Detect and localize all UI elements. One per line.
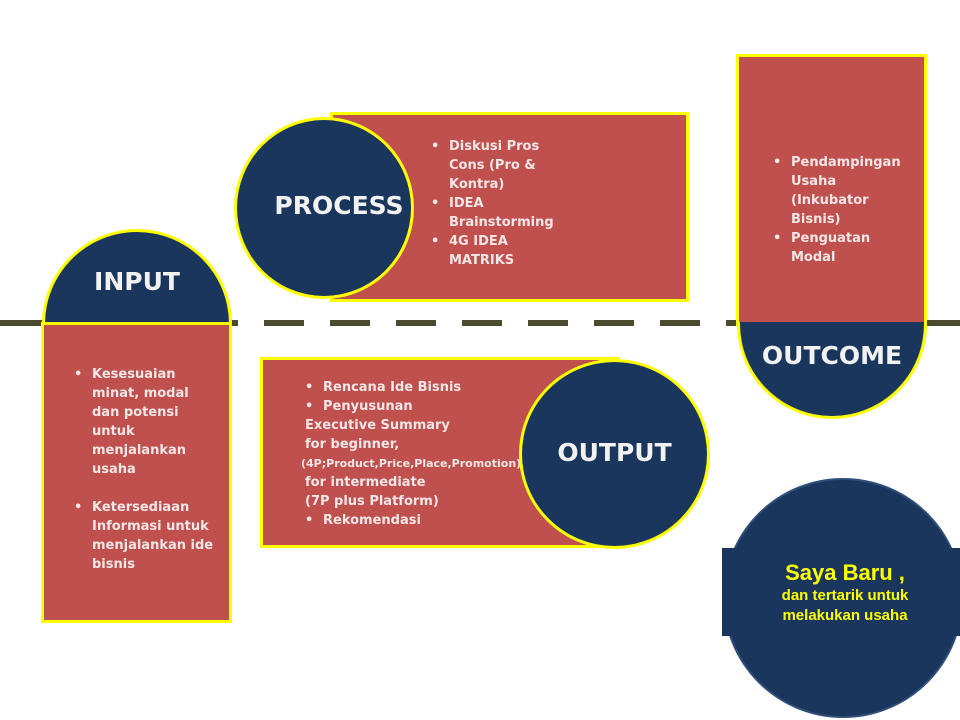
output-circle: [519, 359, 710, 549]
input-item: Kesesuaian minat, modal dan potensi untu…: [74, 365, 219, 479]
input-title: INPUT: [94, 267, 180, 296]
output-line: Executive Summary: [305, 418, 450, 433]
output-line: (4P;Product,Price,Place,Promotion): [301, 457, 522, 470]
outcome-semicircle: [737, 322, 927, 419]
timeline-line-end: [920, 320, 960, 326]
input-item: Ketersediaan Informasi untuk menjalankan…: [74, 498, 219, 574]
callout-headline: Saya Baru ,: [785, 560, 905, 585]
timeline-dashed-line: [0, 320, 960, 326]
output-item: Rekomendasi: [305, 511, 617, 530]
process-item: Diskusi Pros Cons (Pro & Kontra): [431, 137, 566, 194]
callout-text: Saya Baru , dan tertarik untuk melakukan…: [730, 560, 960, 626]
output-item: Rencana Ide Bisnis: [305, 378, 617, 397]
outcome-item: Penguatan Modal: [773, 229, 916, 267]
timeline-line-start: [0, 320, 44, 326]
callout-banner: [722, 548, 960, 636]
output-item: Penyusunan: [305, 397, 617, 416]
process-circle: [234, 117, 414, 299]
outcome-title: OUTCOME: [761, 341, 903, 370]
process-item: IDEA Brainstorming: [431, 194, 566, 232]
input-box: Kesesuaian minat, modal dan potensi untu…: [41, 322, 232, 623]
output-line: for intermediate: [305, 475, 426, 490]
output-line: for beginner,: [305, 437, 400, 452]
callout-line: dan tertarik untuk: [781, 587, 909, 604]
process-title: PROCESS: [274, 191, 404, 220]
outcome-box: Pendampingan Usaha (Inkubator Bisnis) Pe…: [736, 54, 927, 326]
output-line: (7P plus Platform): [305, 494, 439, 509]
callout-line: melakukan usaha: [782, 607, 908, 624]
outcome-item: Pendampingan Usaha (Inkubator Bisnis): [773, 153, 916, 229]
process-item: 4G IDEA MATRIKS: [431, 232, 566, 270]
output-title: OUTPUT: [557, 438, 672, 467]
